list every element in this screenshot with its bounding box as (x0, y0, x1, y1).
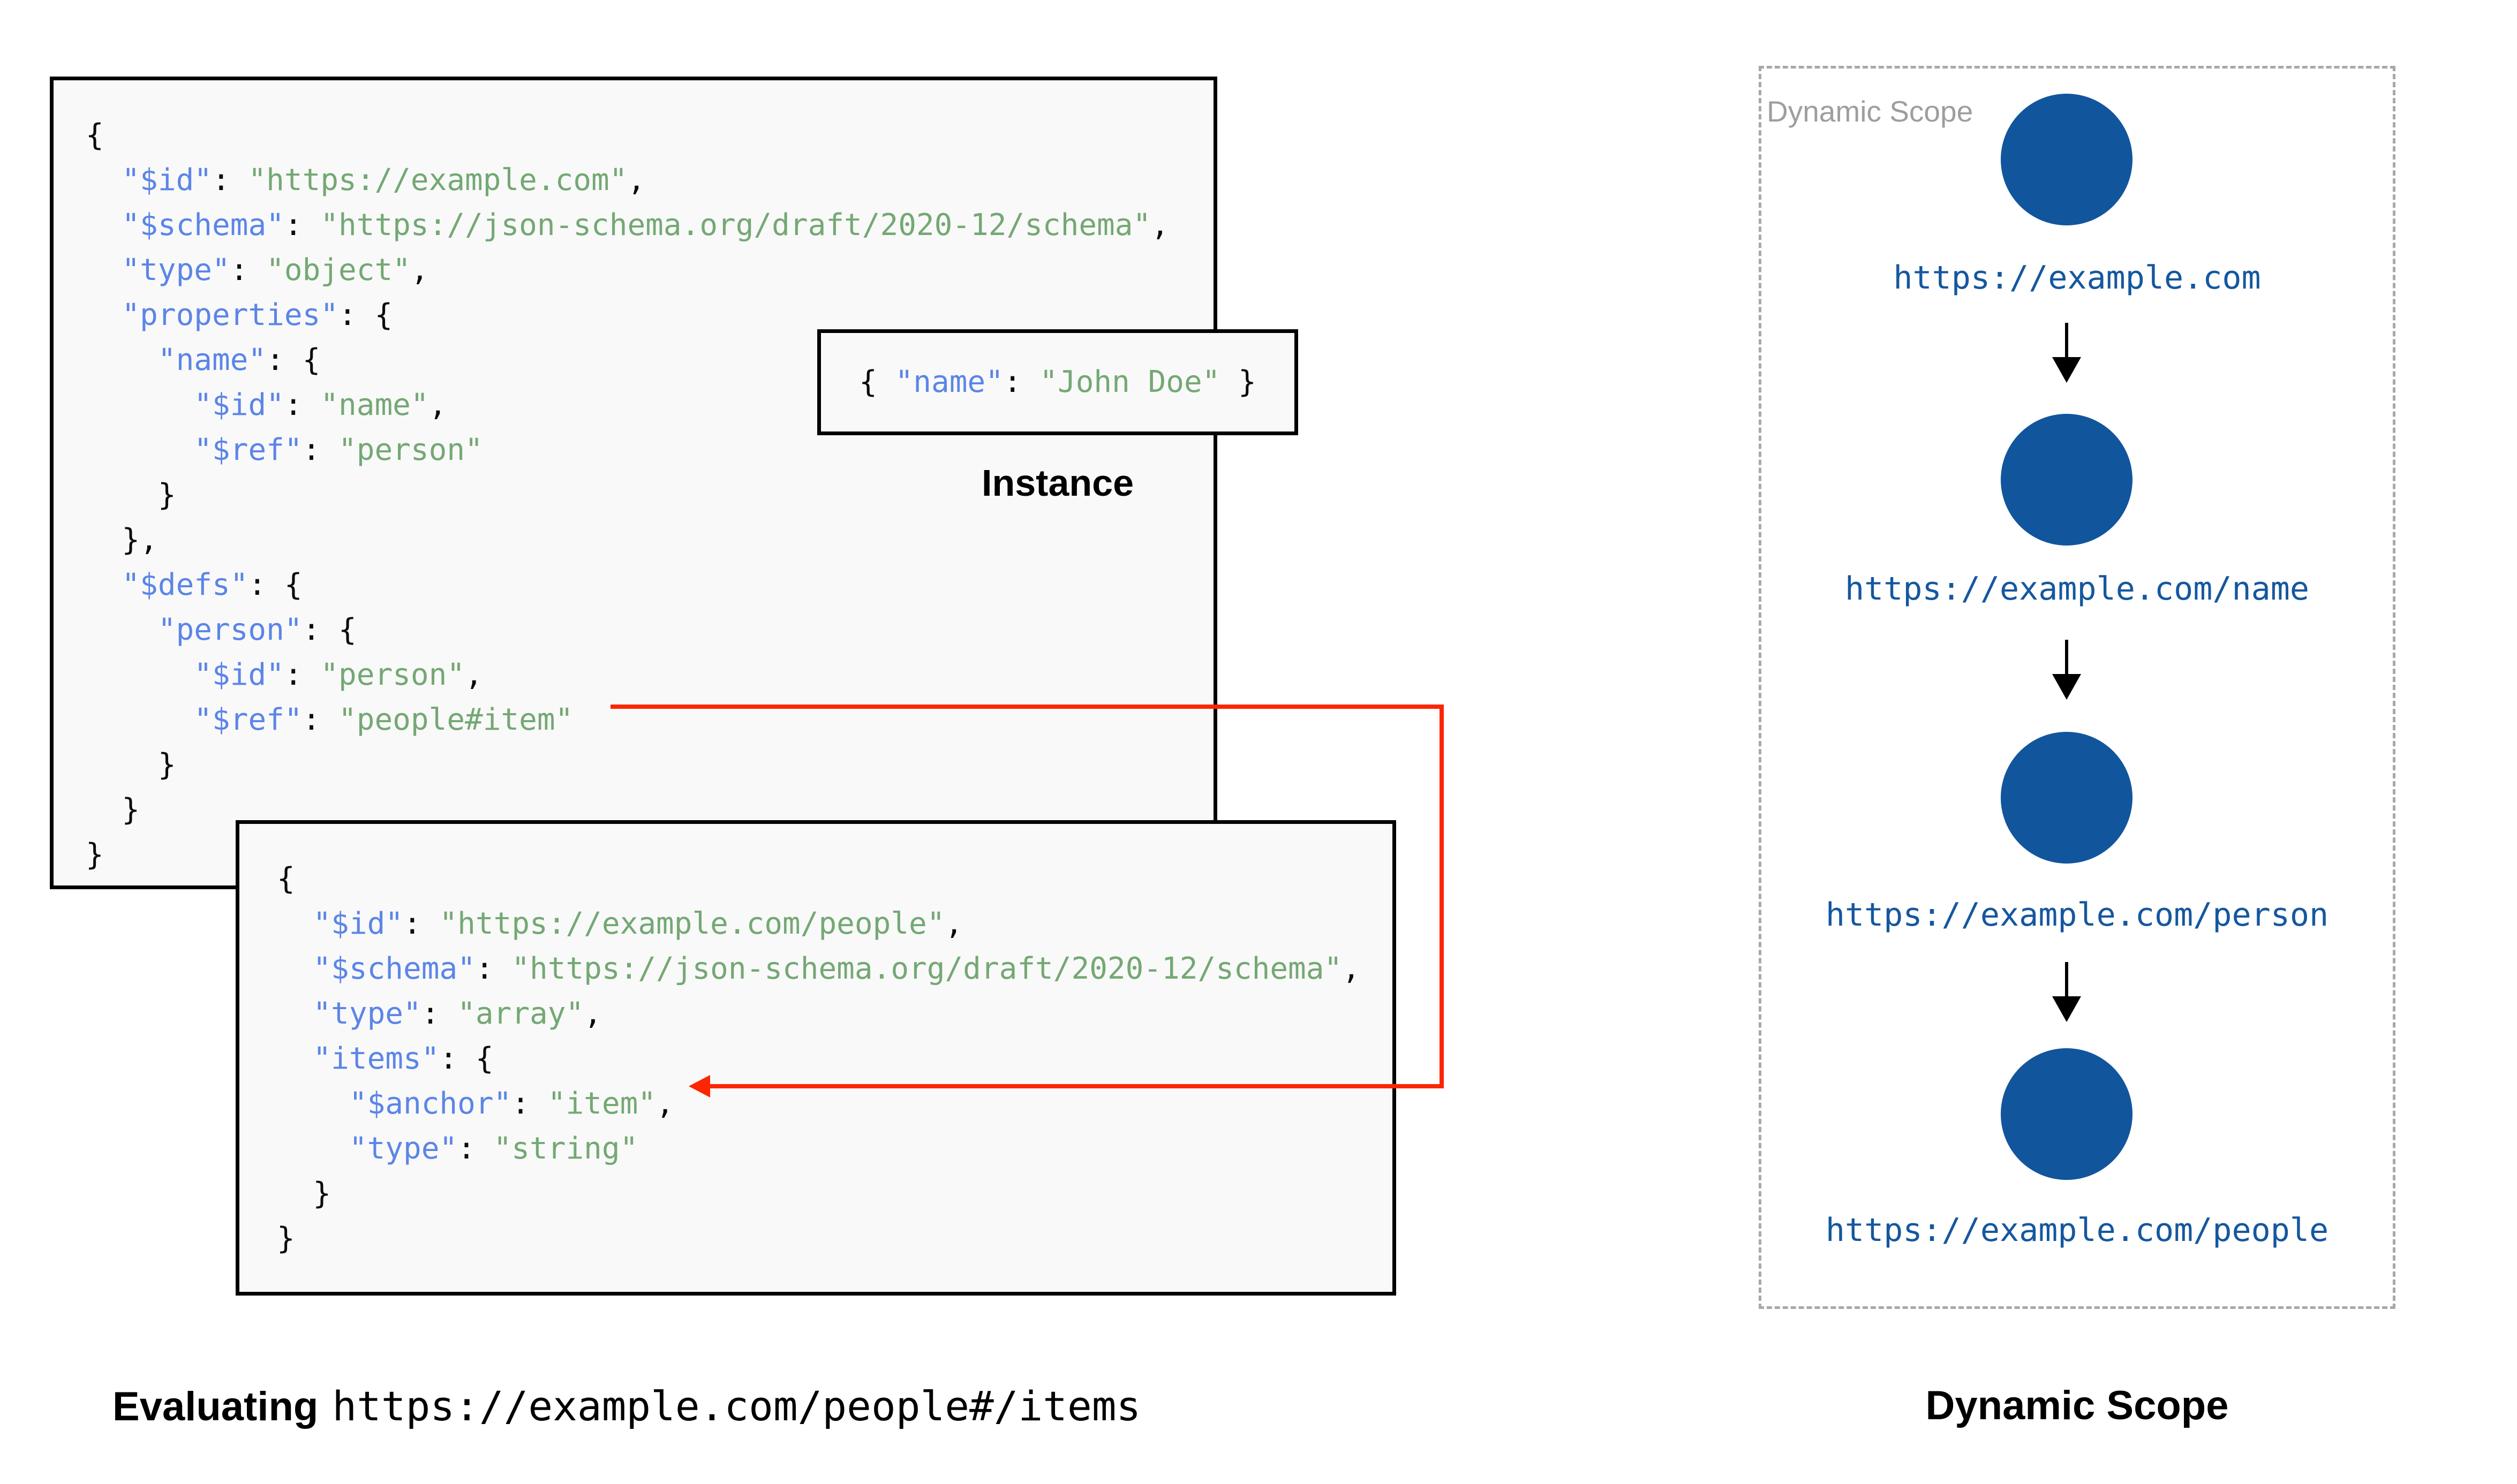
scope-node-circle (2001, 1048, 2132, 1180)
scope-node-label: https://example.com/person (1825, 896, 2329, 934)
evaluating-caption: Evaluating https://example.com/people#/it… (112, 1382, 1141, 1430)
instance-code: { "name": "John Doe" } (859, 365, 1256, 399)
down-arrowhead-icon (2052, 357, 2081, 383)
ref-connector-vertical-segment (1440, 705, 1444, 1088)
ref-connector-bottom-segment (708, 1084, 1444, 1088)
ref-arrowhead-icon (689, 1075, 710, 1097)
evaluating-caption-prefix: Evaluating (112, 1384, 319, 1429)
down-arrow-icon (2065, 640, 2068, 674)
scope-node-label: https://example.com (1893, 259, 2261, 297)
dynamic-scope-caption: Dynamic Scope (1925, 1383, 2229, 1428)
down-arrow-icon (2065, 323, 2068, 357)
scope-node-circle (2001, 414, 2132, 546)
root-schema-box: { "$id": "https://example.com", "$schema… (50, 77, 1217, 889)
root-schema-code: { "$id": "https://example.com", "$schema… (86, 118, 1169, 872)
ref-connector-top-segment (611, 705, 1444, 709)
scope-node-circle (2001, 94, 2132, 225)
scope-node-label: https://example.com/people (1825, 1212, 2329, 1249)
scope-node-circle (2001, 732, 2132, 864)
scope-node-label: https://example.com/name (1845, 570, 2309, 608)
evaluating-caption-uri: https://example.com/people#/items (332, 1382, 1141, 1430)
instance-box: { "name": "John Doe" } (817, 329, 1298, 435)
dynamic-scope-panel: Dynamic Scope https://example.com https:… (1759, 66, 2395, 1309)
instance-caption: Instance (982, 462, 1134, 504)
down-arrow-icon (2065, 962, 2068, 996)
people-schema-box: { "$id": "https://example.com/people", "… (236, 820, 1396, 1296)
dynamic-scope-panel-label: Dynamic Scope (1767, 95, 1973, 128)
down-arrowhead-icon (2052, 674, 2081, 700)
down-arrowhead-icon (2052, 996, 2081, 1022)
people-schema-code: { "$id": "https://example.com/people", "… (277, 861, 1360, 1256)
